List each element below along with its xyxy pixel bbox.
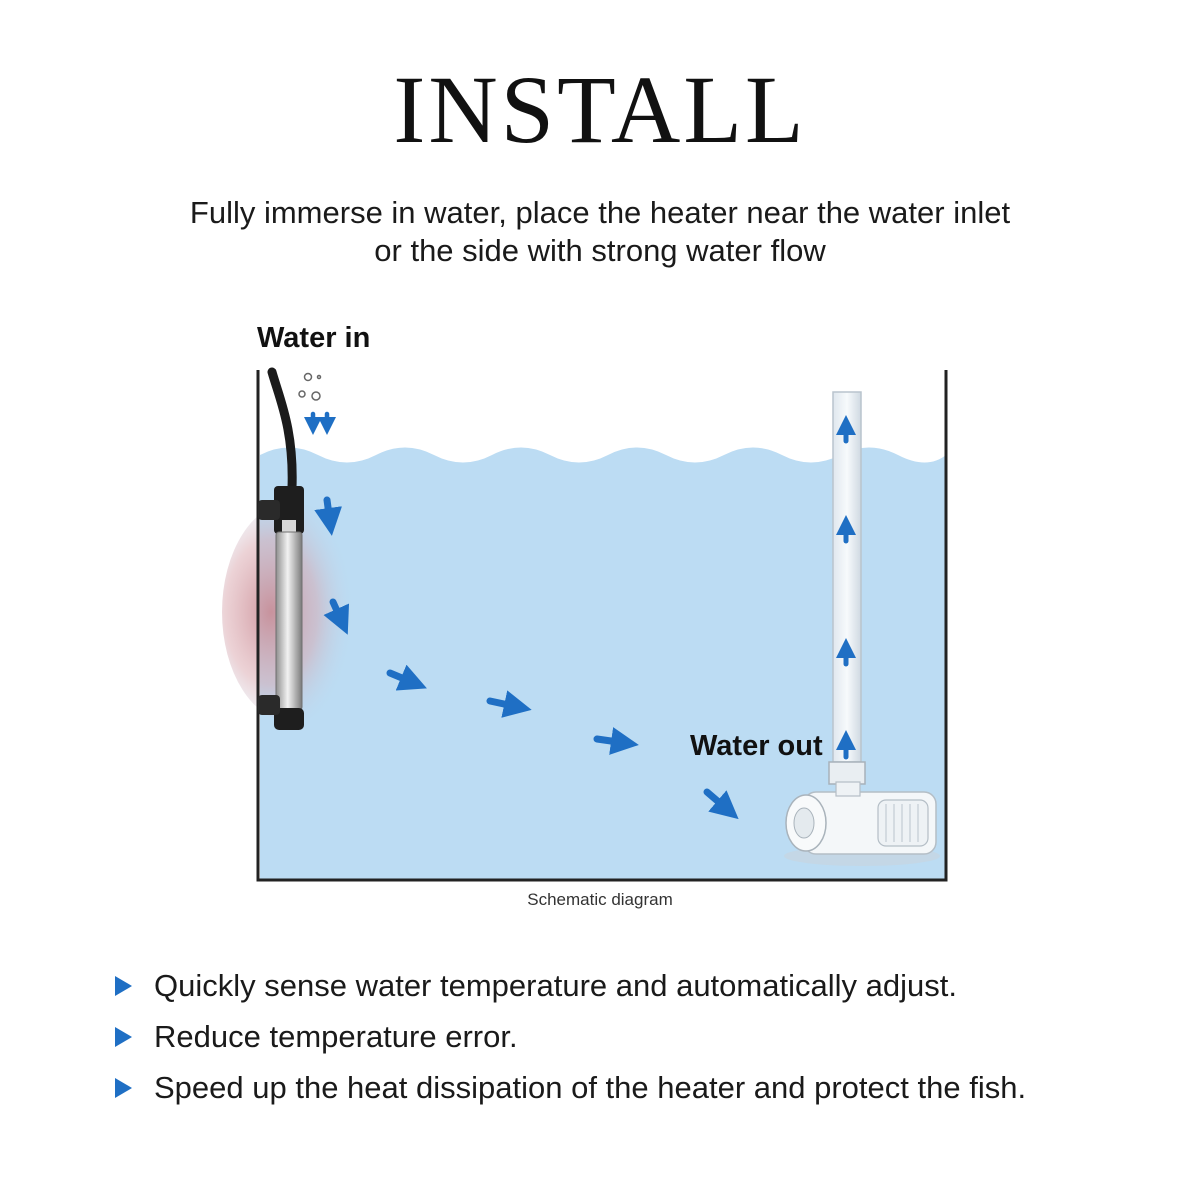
subtitle-line-2: or the side with strong water flow: [374, 233, 826, 268]
subtitle-line-1: Fully immerse in water, place the heater…: [189, 195, 1011, 230]
bubbles-icon: [298, 372, 322, 401]
list-item: Speed up the heat dissipation of the hea…: [115, 1062, 1026, 1113]
water-out-label: Water out: [690, 730, 823, 762]
page-title: INSTALL: [393, 56, 807, 163]
feature-text: Reduce temperature error.: [154, 1018, 518, 1054]
flow-arrows: [304, 411, 856, 820]
outlet-pipe: [828, 391, 866, 785]
chevron-right-icon: [115, 1026, 132, 1047]
subtitle: Fully immerse in water, place the heater…: [0, 194, 1200, 270]
water-pump-icon: [784, 781, 940, 866]
feature-list: Quickly sense water temperature and auto…: [115, 960, 1026, 1113]
list-item: Reduce temperature error.: [115, 1011, 1026, 1062]
flow-arrow: [593, 727, 639, 755]
list-item: Quickly sense water temperature and auto…: [115, 960, 1026, 1011]
water-in-label: Water in: [257, 322, 371, 354]
flow-arrow: [314, 496, 342, 536]
flow-arrow: [386, 664, 427, 691]
flow-arrow: [323, 598, 350, 635]
flow-arrow: [486, 690, 532, 718]
chevron-right-icon: [115, 1077, 132, 1098]
feature-text: Speed up the heat dissipation of the hea…: [154, 1069, 1027, 1105]
flow-arrow: [703, 788, 739, 820]
feature-text: Quickly sense water temperature and auto…: [154, 967, 957, 1003]
tank-outline: [256, 370, 948, 882]
water-body: [260, 447, 946, 880]
diagram-caption: Schematic diagram: [527, 890, 673, 909]
heater-icon: [258, 367, 304, 730]
chevron-right-icon: [115, 975, 132, 996]
